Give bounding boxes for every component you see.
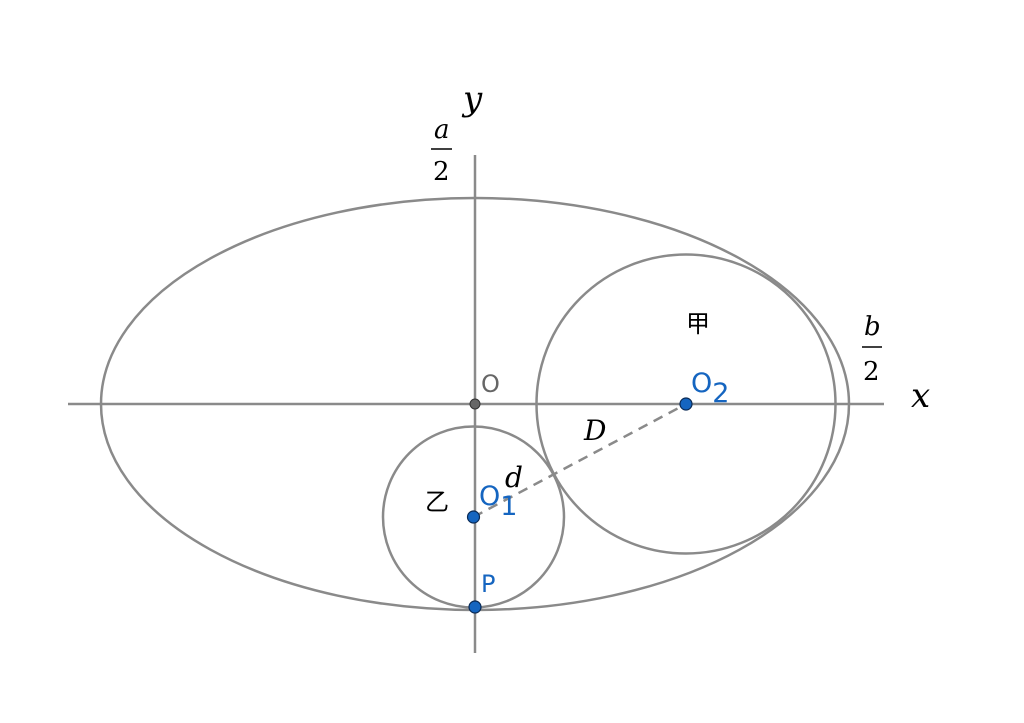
- point-o2: [679, 397, 693, 411]
- b-half-denominator: 2: [863, 357, 880, 387]
- point-o1: [466, 510, 481, 524]
- point-p: [468, 600, 482, 614]
- b-half-numerator: b: [864, 312, 881, 342]
- distance-d-label: d: [505, 461, 523, 494]
- o1-label: O1: [479, 481, 517, 522]
- dashed-segment-o1-o2: [472, 402, 687, 519]
- o2-label: O2: [691, 368, 729, 409]
- circle-jia-label: 甲: [686, 310, 710, 338]
- origin-point: [469, 398, 481, 410]
- distance-D-label: D: [583, 414, 606, 447]
- p-label: P: [481, 570, 495, 598]
- x-axis-label: x: [911, 376, 930, 416]
- a-half-denominator: 2: [433, 157, 450, 187]
- circle-yi-label: 乙: [425, 488, 449, 516]
- origin-label: O: [481, 370, 500, 398]
- y-axis-label: y: [461, 79, 483, 119]
- circle-jia: [535, 253, 837, 555]
- a-half-numerator: a: [434, 115, 450, 145]
